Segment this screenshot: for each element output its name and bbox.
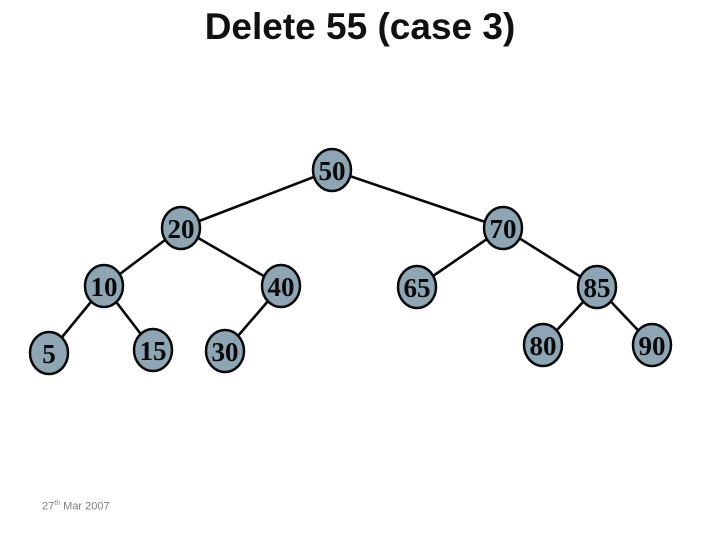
tree-node-circle-20 xyxy=(160,205,202,251)
slide-title: Delete 55 (case 3) xyxy=(204,6,516,47)
tree-node-label-70: 70 xyxy=(490,214,517,244)
tree-node-85: 85 xyxy=(576,264,618,310)
tree-node-70: 70 xyxy=(482,205,524,251)
tree-node-circle-10 xyxy=(83,263,125,309)
date-rest: Mar 2007 xyxy=(60,500,110,513)
tree-node-circle-30 xyxy=(204,328,246,374)
tree-node-circle-50 xyxy=(311,147,353,193)
tree-node-90: 90 xyxy=(631,322,673,368)
tree-node-20: 20 xyxy=(160,205,202,251)
tree-node-label-90: 90 xyxy=(639,331,666,361)
tree-node-label-30: 30 xyxy=(212,337,239,367)
tree-node-circle-85 xyxy=(576,264,618,310)
tree-node-label-5: 5 xyxy=(42,339,56,369)
tree-node-circle-65 xyxy=(396,264,438,310)
tree-node-label-50: 50 xyxy=(319,156,346,186)
tree-node-circle-15 xyxy=(132,327,174,373)
tree-node-label-15: 15 xyxy=(140,336,167,366)
tree-node-label-10: 10 xyxy=(91,272,118,302)
tree-node-label-80: 80 xyxy=(530,331,557,361)
tree-node-circle-5 xyxy=(28,330,70,376)
tree-node-40: 40 xyxy=(260,263,302,309)
tree-node-10: 10 xyxy=(83,263,125,309)
date-day: 27 xyxy=(42,500,55,513)
slide-date: 27th Mar 2007 xyxy=(42,500,110,513)
tree-node-label-85: 85 xyxy=(584,273,611,303)
date-ordinal: th xyxy=(54,500,61,507)
tree-node-circle-40 xyxy=(260,263,302,309)
tree-node-label-40: 40 xyxy=(268,272,295,302)
tree-edge-50-70 xyxy=(331,168,504,230)
tree-node-5: 5 xyxy=(28,330,70,376)
tree-node-circle-80 xyxy=(522,322,564,368)
tree-node-circle-90 xyxy=(631,322,673,368)
tree-edge-50-20 xyxy=(180,168,333,230)
tree-node-circle-70 xyxy=(482,205,524,251)
tree-node-label-20: 20 xyxy=(168,214,195,244)
tree-node-label-65: 65 xyxy=(404,273,431,303)
tree-node-80: 80 xyxy=(522,322,564,368)
tree-node-15: 15 xyxy=(132,327,174,373)
tree-node-65: 65 xyxy=(396,264,438,310)
tree-node-30: 30 xyxy=(204,328,246,374)
tree-node-50: 50 xyxy=(311,147,353,193)
